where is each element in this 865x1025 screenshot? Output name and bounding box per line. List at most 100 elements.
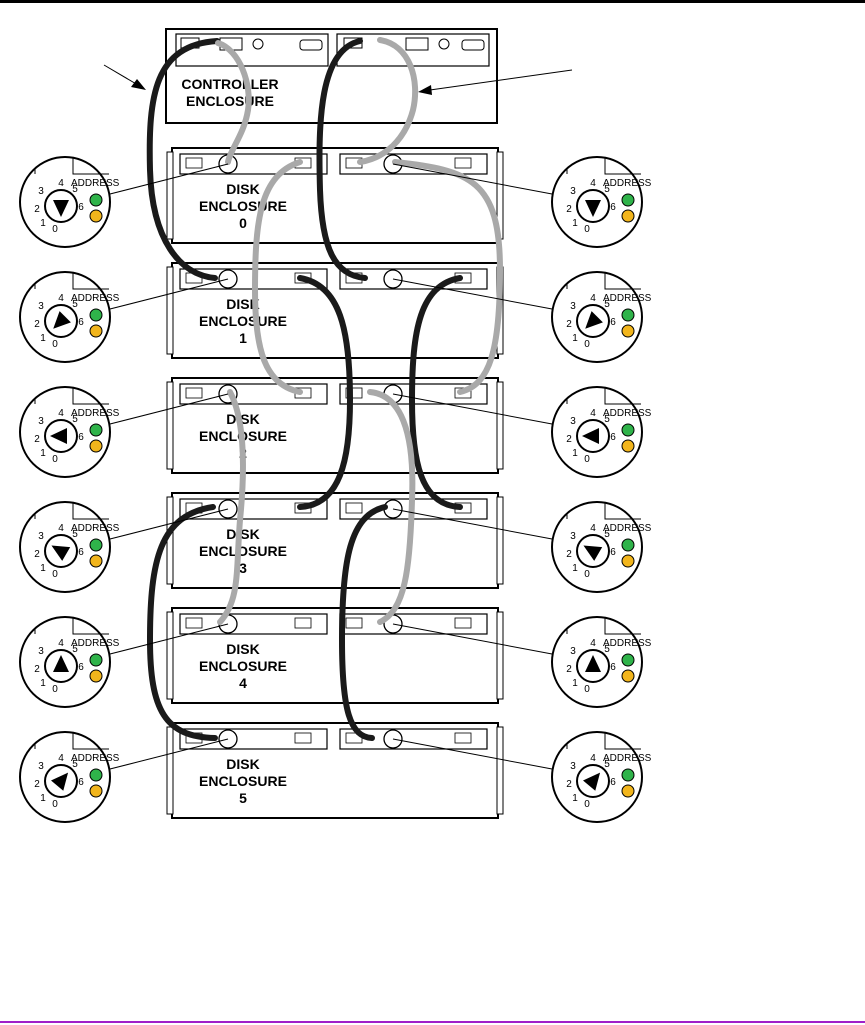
amber-led-icon: [89, 784, 103, 798]
bottom-rule: [0, 1021, 865, 1023]
green-led-icon: [89, 308, 103, 322]
top-rule: [0, 0, 865, 3]
pointer-arrows: [103, 64, 573, 95]
dial-digit: 4: [58, 408, 64, 419]
address-dials: 0123456ADDRESS0123456ADDRESS0123456ADDRE…: [19, 156, 652, 823]
disk-label-line1: DISK: [226, 526, 259, 542]
cable-dark: [146, 504, 218, 741]
dial-digit: 2: [34, 549, 40, 560]
dial-address-label: ADDRESS: [603, 523, 652, 534]
dial-digit: 4: [590, 293, 596, 304]
dial-address-label: ADDRESS: [71, 408, 120, 419]
dial-digit: 1: [572, 333, 578, 344]
green-led-icon: [89, 653, 103, 667]
controller-enclosure: CONTROLLER ENCLOSURE: [165, 28, 498, 124]
dial-digit: 3: [570, 416, 576, 427]
dial-digit: 6: [610, 202, 616, 213]
dial-digit: 2: [34, 434, 40, 445]
cables: [146, 37, 504, 741]
green-led-icon: [621, 653, 635, 667]
disk-label-number: 3: [239, 560, 247, 576]
dial-pointer-icon: [585, 311, 603, 329]
dial-digit: 2: [566, 549, 572, 560]
green-led-icon: [621, 193, 635, 207]
dial-pointer-icon: [583, 545, 603, 561]
dial-pointer-icon: [51, 772, 69, 791]
dial-digit: 0: [52, 569, 58, 580]
dial-digit: 4: [590, 408, 596, 419]
green-led-icon: [621, 308, 635, 322]
dial-digit: 0: [584, 339, 590, 350]
dial-digit: 6: [78, 432, 84, 443]
dial-address-label: ADDRESS: [71, 753, 120, 764]
dial-digit: 6: [610, 777, 616, 788]
amber-led-icon: [621, 554, 635, 568]
dial-pointer-icon: [51, 545, 71, 561]
dial-digit: 0: [52, 339, 58, 350]
dial-digit: 5: [72, 759, 78, 770]
dial-digit: 3: [570, 301, 576, 312]
dial-digit: 1: [572, 563, 578, 574]
dial-digit: 0: [584, 569, 590, 580]
cable-light: [215, 40, 252, 165]
cable-dark: [146, 38, 220, 281]
dial-digit: 1: [40, 793, 46, 804]
amber-led-icon: [89, 554, 103, 568]
dial-digit: 1: [40, 333, 46, 344]
amber-led-icon: [621, 209, 635, 223]
dial-digit: 6: [610, 432, 616, 443]
dial-digit: 4: [590, 178, 596, 189]
amber-led-icon: [89, 324, 103, 338]
dial-digit: 2: [566, 434, 572, 445]
dial-digit: 2: [566, 204, 572, 215]
dial-digit: 2: [566, 779, 572, 790]
dial-digit: 5: [604, 529, 610, 540]
dial-digit: 2: [566, 319, 572, 330]
dial-pointer-icon: [583, 772, 601, 791]
dial-digit: 3: [570, 761, 576, 772]
dial-digit: 3: [38, 186, 44, 197]
green-led-icon: [89, 423, 103, 437]
dial-address-label: ADDRESS: [603, 753, 652, 764]
disk-label-line2: ENCLOSURE: [199, 543, 287, 559]
dial-digit: 6: [78, 202, 84, 213]
dial-digit: 0: [52, 224, 58, 235]
green-led-icon: [89, 538, 103, 552]
green-led-icon: [621, 768, 635, 782]
dial-digit: 4: [58, 638, 64, 649]
dial-digit: 2: [34, 319, 40, 330]
dial-digit: 3: [38, 646, 44, 657]
dial-address-label: ADDRESS: [71, 523, 120, 534]
dial-digit: 6: [78, 547, 84, 558]
dial-digit: 6: [78, 777, 84, 788]
disk-label-line2: ENCLOSURE: [199, 313, 287, 329]
amber-led-icon: [621, 784, 635, 798]
dial-digit: 5: [604, 759, 610, 770]
dial-digit: 0: [584, 684, 590, 695]
amber-led-icon: [89, 669, 103, 683]
dial-digit: 2: [34, 664, 40, 675]
dial-digit: 4: [590, 753, 596, 764]
dial-digit: 6: [610, 547, 616, 558]
dial-digit: 1: [572, 678, 578, 689]
green-led-icon: [621, 538, 635, 552]
dial-digit: 1: [572, 218, 578, 229]
dial-address-label: ADDRESS: [603, 178, 652, 189]
cable-light: [217, 389, 246, 625]
disk-label-number: 1: [239, 330, 247, 346]
cable-dark: [316, 38, 368, 281]
disk-label-number: 4: [239, 675, 247, 691]
